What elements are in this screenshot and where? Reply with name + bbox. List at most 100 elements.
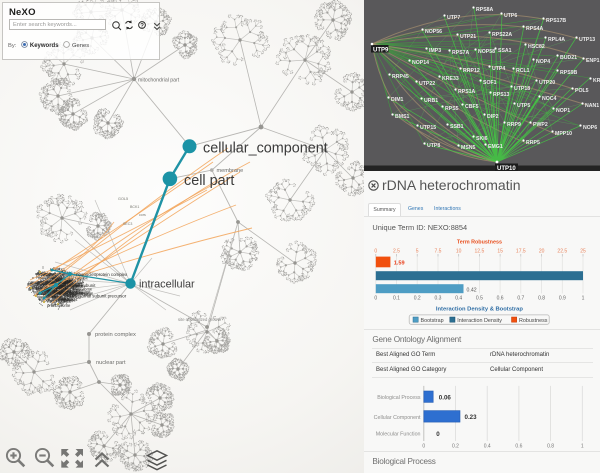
svg-text:0: 0 (374, 296, 377, 302)
svg-text:0.1: 0.1 (393, 296, 400, 302)
svg-text:NMD3: NMD3 (61, 277, 73, 284)
svg-text:RPL5: RPL5 (49, 283, 59, 288)
svg-text:RPS7A: RPS7A (452, 50, 470, 56)
svg-text:UTP4: UTP4 (492, 66, 505, 72)
svg-text:RPL11A: RPL11A (69, 279, 84, 286)
svg-text:RRP45: RRP45 (392, 74, 409, 80)
svg-text:EBP2: EBP2 (51, 272, 62, 278)
svg-text:0: 0 (374, 249, 377, 255)
svg-text:RPL10: RPL10 (68, 277, 81, 284)
svg-text:site of polarized growth: site of polarized growth (178, 317, 222, 322)
svg-text:ribosomal subunit precursor: ribosomal subunit precursor (72, 294, 127, 299)
svg-text:RPL24A: RPL24A (62, 286, 77, 291)
svg-text:RPS13: RPS13 (493, 92, 510, 98)
svg-text:DIM1: DIM1 (391, 97, 404, 103)
svg-text:HSC82: HSC82 (528, 44, 545, 50)
svg-text:subunit: subunit (52, 276, 66, 283)
svg-text:0.8: 0.8 (547, 444, 554, 450)
svg-text:RPS2: RPS2 (73, 287, 84, 294)
svg-text:UTP: UTP (71, 284, 79, 289)
svg-text:NIP7: NIP7 (70, 285, 79, 291)
svg-text:mitochondrial part: mitochondrial part (138, 78, 180, 84)
svg-text:1: 1 (581, 444, 584, 450)
svg-text:JJJ1: JJJ1 (42, 296, 50, 301)
svg-text:UTP9: UTP9 (373, 48, 389, 54)
svg-text:UTP22: UTP22 (419, 81, 435, 87)
svg-text:SOF1: SOF1 (483, 80, 497, 86)
svg-text:nuclear part: nuclear part (96, 360, 126, 366)
svg-text:BCK1: BCK1 (130, 205, 139, 209)
svg-text:NOP7: NOP7 (53, 287, 65, 292)
svg-text:ARX1: ARX1 (61, 278, 72, 284)
svg-text:0.4: 0.4 (484, 444, 491, 450)
svg-text:cell part: cell part (184, 173, 234, 189)
svg-text:processome: processome (72, 290, 93, 296)
svg-text:NSA2: NSA2 (72, 281, 82, 287)
svg-text:Interaction Density & Bootstra: Interaction Density & Bootstrap (436, 306, 523, 312)
svg-text:DIP2: DIP2 (487, 114, 499, 120)
svg-text:UTP8: UTP8 (427, 143, 440, 149)
svg-text:RRP5: RRP5 (526, 140, 540, 146)
svg-text:TMA16: TMA16 (75, 291, 88, 297)
svg-text:UTP21: UTP21 (460, 34, 476, 40)
svg-text:UTP6: UTP6 (504, 13, 517, 19)
svg-text:20: 20 (539, 249, 545, 255)
svg-text:RPC2: RPC2 (44, 286, 55, 292)
svg-text:RPL11A: RPL11A (58, 276, 73, 283)
svg-text:ARX1: ARX1 (59, 284, 69, 289)
svg-text:MRT4: MRT4 (40, 270, 52, 276)
svg-text:processome: processome (53, 283, 74, 288)
svg-text:SSA1: SSA1 (498, 48, 512, 54)
svg-text:small: small (55, 283, 64, 288)
svg-text:protein complex: protein complex (95, 332, 136, 338)
svg-text:RRP9: RRP9 (507, 122, 521, 128)
svg-text:NAN1: NAN1 (585, 103, 599, 109)
svg-text:22.5: 22.5 (557, 249, 567, 255)
svg-text:ARX1: ARX1 (63, 292, 74, 298)
svg-text:0.6: 0.6 (497, 296, 504, 302)
svg-text:precursor: precursor (52, 296, 69, 301)
svg-text:TIF6: TIF6 (55, 278, 64, 283)
svg-text:RPS2: RPS2 (60, 273, 70, 279)
svg-text:0.06: 0.06 (439, 395, 452, 402)
svg-text:UTP7: UTP7 (447, 15, 460, 21)
svg-text:RPL16B: RPL16B (36, 287, 51, 294)
svg-text:7.5: 7.5 (435, 249, 442, 255)
svg-text:Robustness: Robustness (519, 318, 548, 324)
svg-text:EBP2: EBP2 (61, 286, 71, 292)
svg-text:ALB1: ALB1 (67, 293, 77, 299)
svg-text:RPS2: RPS2 (47, 299, 57, 304)
svg-text:BUD21: BUD21 (560, 55, 577, 61)
svg-text:RRS1: RRS1 (66, 288, 77, 294)
svg-text:RPS17B: RPS17B (546, 18, 566, 24)
svg-text:0.2: 0.2 (452, 444, 459, 450)
svg-text:RPL5: RPL5 (59, 296, 69, 302)
svg-text:cellular_component: cellular_component (203, 141, 328, 157)
svg-text:NOG2: NOG2 (55, 282, 67, 287)
svg-text:YVH1: YVH1 (57, 284, 67, 290)
svg-text:EBP2: EBP2 (60, 274, 70, 279)
svg-text:EMG1: EMG1 (488, 144, 503, 150)
svg-text:TIF6: TIF6 (64, 291, 73, 297)
svg-text:BMS1: BMS1 (395, 114, 410, 120)
svg-text:RPS0B: RPS0B (61, 285, 74, 290)
svg-text:JJJ1: JJJ1 (54, 284, 63, 289)
svg-text:RRS1: RRS1 (48, 293, 59, 299)
svg-text:0.42: 0.42 (467, 287, 477, 293)
svg-text:RPS9B: RPS9B (560, 70, 578, 76)
svg-text:0.5: 0.5 (476, 296, 483, 302)
svg-text:DBP10: DBP10 (70, 290, 84, 297)
svg-text:processome: processome (56, 289, 79, 294)
svg-text:0.9: 0.9 (559, 296, 566, 302)
svg-text:RCL1: RCL1 (516, 68, 530, 74)
svg-text:RPL4: RPL4 (63, 297, 74, 304)
svg-text:RPL4A: RPL4A (548, 37, 565, 43)
svg-text:0.2: 0.2 (414, 296, 421, 302)
svg-text:RPS8A: RPS8A (47, 273, 61, 280)
svg-text:EBP2: EBP2 (56, 298, 66, 303)
svg-text:membrane: membrane (217, 168, 244, 174)
svg-text:1.59: 1.59 (394, 261, 405, 267)
svg-text:UTP18: UTP18 (514, 86, 530, 92)
svg-text:UTP13: UTP13 (579, 37, 595, 43)
svg-text:NOC2: NOC2 (69, 289, 80, 296)
